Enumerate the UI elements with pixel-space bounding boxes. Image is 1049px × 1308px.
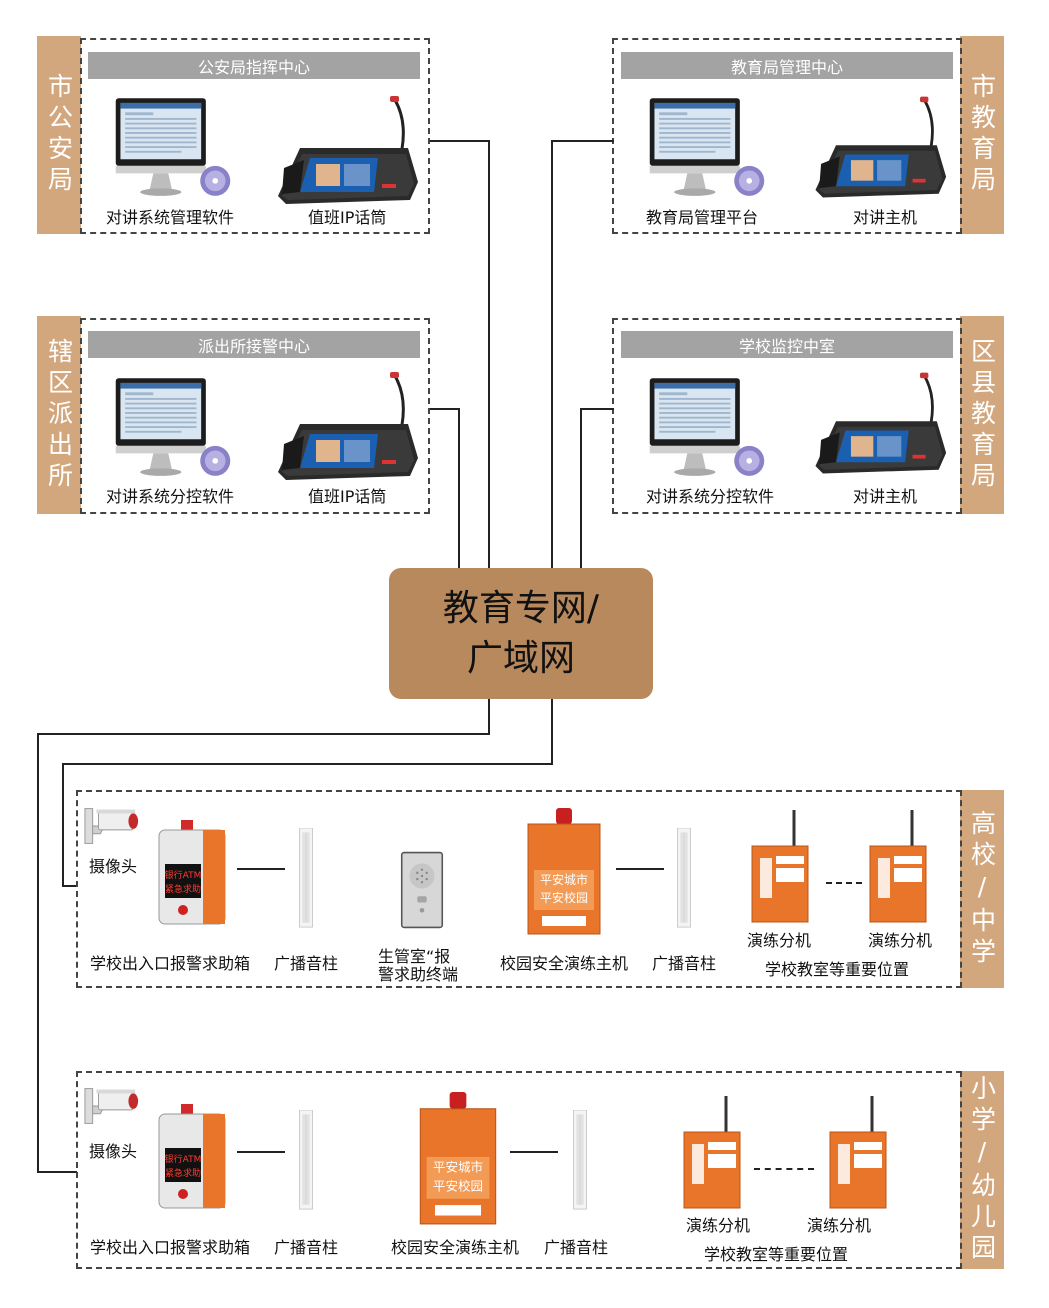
label-camera: 摄像头: [89, 857, 138, 876]
monitor-icon: [646, 376, 768, 480]
drill-extension-icon: [750, 808, 810, 928]
connector-line: [237, 1151, 285, 1153]
drill-host-icon: 平安城市 平安校园: [419, 1092, 497, 1225]
alarm-box-icon: 银行ATM 紧急求助: [158, 820, 226, 925]
tab-district-edu: 区县教育局: [960, 316, 1004, 514]
connector-line: [488, 140, 490, 570]
label-edu-platform: 教育局管理平台: [646, 208, 759, 227]
drill-host-icon: 平安城市 平安校园: [527, 808, 601, 935]
edu-center-header: 教育局管理中心: [621, 52, 953, 79]
camera-icon: [83, 1086, 141, 1126]
connector-line: [430, 408, 460, 410]
connector-line: [551, 140, 614, 142]
speaker-column-icon: [292, 828, 320, 930]
label-speaker: 广播音柱: [274, 1238, 339, 1257]
host-sign-line2: 平安校园: [540, 890, 588, 905]
label-alarm-box: 学校出入口报警求助箱: [90, 1238, 251, 1257]
connector-line: [62, 763, 553, 765]
connector-line: [37, 733, 39, 1173]
label-drill-host: 校园安全演练主机: [391, 1238, 520, 1257]
connector-line: [430, 140, 490, 142]
label-drill-extension: 演练分机: [807, 1216, 872, 1235]
label-speaker: 广播音柱: [652, 954, 717, 973]
monitor-icon: [646, 96, 768, 200]
alarm-led-line1: 银行ATM: [165, 869, 202, 881]
drill-extension-icon: [828, 1094, 888, 1214]
speaker-column-icon: [566, 1110, 594, 1212]
drill-extension-icon: [868, 808, 928, 928]
speaker-column-icon: [670, 828, 698, 930]
dashed-connector: [754, 1168, 814, 1170]
college-box: [76, 790, 962, 988]
edu-center-box: [612, 38, 962, 234]
label-terminal-line1: 生管室“报: [378, 947, 451, 966]
label-drill-extension: 演练分机: [868, 931, 933, 950]
monitor-icon: [112, 96, 234, 200]
intercom-host-icon: [808, 372, 948, 476]
connector-line: [62, 885, 77, 887]
camera-icon: [83, 806, 141, 846]
desk-mic-icon: [270, 372, 420, 482]
connector-line: [458, 408, 460, 570]
police-center-header: 公安局指挥中心: [88, 52, 420, 79]
label-camera: 摄像头: [89, 1142, 138, 1161]
connector-line: [37, 1171, 77, 1173]
host-sign-line1: 平安城市: [540, 872, 588, 887]
alarm-terminal-icon: [394, 851, 450, 929]
label-alarm-box: 学校出入口报警求助箱: [90, 954, 251, 973]
network-hub: 教育专网/ 广域网: [389, 568, 653, 699]
speaker-column-icon: [292, 1110, 320, 1212]
connector-line: [488, 699, 490, 735]
tab-primary: 小学/幼儿园: [960, 1071, 1004, 1269]
connector-line: [580, 408, 614, 410]
label-intercom-host: 对讲主机: [853, 208, 918, 227]
alarm-led-line1: 银行ATM: [165, 1153, 202, 1165]
label-duty-mic: 值班IP话筒: [308, 487, 387, 506]
connector-line: [616, 868, 664, 870]
label-speaker: 广播音柱: [544, 1238, 609, 1257]
tab-city-edu: 市教育局: [960, 36, 1004, 234]
label-drill-host: 校园安全演练主机: [500, 954, 629, 973]
station-center-box: [80, 318, 430, 514]
drill-extension-icon: [682, 1094, 742, 1214]
school-monitor-box: [612, 318, 962, 514]
label-location: 学校教室等重要位置: [704, 1245, 849, 1264]
alarm-box-icon: 银行ATM 紧急求助: [158, 1104, 226, 1209]
label-intercom-host: 对讲主机: [853, 487, 918, 506]
monitor-icon: [112, 376, 234, 480]
label-branch-software: 对讲系统分控软件: [646, 487, 775, 506]
primary-box: [76, 1071, 962, 1269]
tab-college: 高校/中学: [960, 790, 1004, 988]
label-terminal-line2: 警求助终端: [378, 965, 459, 984]
connector-line: [37, 733, 490, 735]
host-sign-line2: 平安校园: [433, 1178, 483, 1193]
station-center-header: 派出所接警中心: [88, 331, 420, 358]
alarm-led-line2: 紧急求助: [165, 883, 201, 895]
label-duty-mic: 值班IP话筒: [308, 208, 387, 227]
label-management-software: 对讲系统管理软件: [106, 208, 235, 227]
connector-line: [237, 868, 285, 870]
host-sign-line1: 平安城市: [433, 1160, 483, 1175]
label-speaker: 广播音柱: [274, 954, 339, 973]
desk-mic-icon: [270, 96, 420, 206]
tab-district-police: 辖区派出所: [37, 316, 81, 514]
intercom-host-icon: [808, 96, 948, 200]
connector-line: [62, 763, 64, 887]
connector-line: [551, 140, 553, 570]
connector-line: [551, 699, 553, 765]
dashed-connector: [826, 882, 862, 884]
hub-line-2: 广域网: [466, 637, 575, 679]
label-branch-software: 对讲系统分控软件: [106, 487, 235, 506]
label-drill-extension: 演练分机: [747, 931, 812, 950]
police-center-box: [80, 38, 430, 234]
alarm-led-line2: 紧急求助: [165, 1167, 201, 1179]
hub-line-1: 教育专网/: [442, 587, 600, 629]
school-monitor-header: 学校监控中室: [621, 331, 953, 358]
connector-line: [510, 1151, 558, 1153]
connector-line: [580, 408, 582, 570]
label-location: 学校教室等重要位置: [765, 960, 910, 979]
tab-city-police: 市公安局: [37, 36, 81, 234]
label-drill-extension: 演练分机: [686, 1216, 751, 1235]
